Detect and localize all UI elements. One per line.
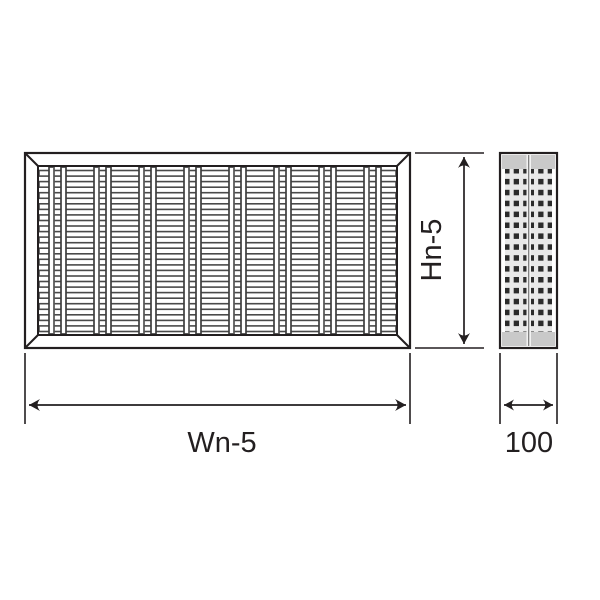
blade-crossing-ticks (53, 167, 370, 334)
side-internals (502, 155, 555, 346)
horizontal-blades (39, 169, 396, 333)
height-dimension: Hn-5 (415, 152, 484, 349)
width-dimension-label: Wn-5 (187, 427, 256, 459)
side-column-gaps (509, 169, 548, 332)
depth-dimension: 100 (499, 353, 558, 459)
width-dimension: Wn-5 (24, 353, 411, 459)
front-view (23, 151, 412, 350)
depth-dimension-label: 100 (505, 427, 553, 459)
grille-core (39, 167, 396, 334)
height-dimension-label: Hn-5 (416, 219, 448, 282)
side-view (498, 151, 559, 350)
frame-miter-lines (24, 152, 411, 349)
